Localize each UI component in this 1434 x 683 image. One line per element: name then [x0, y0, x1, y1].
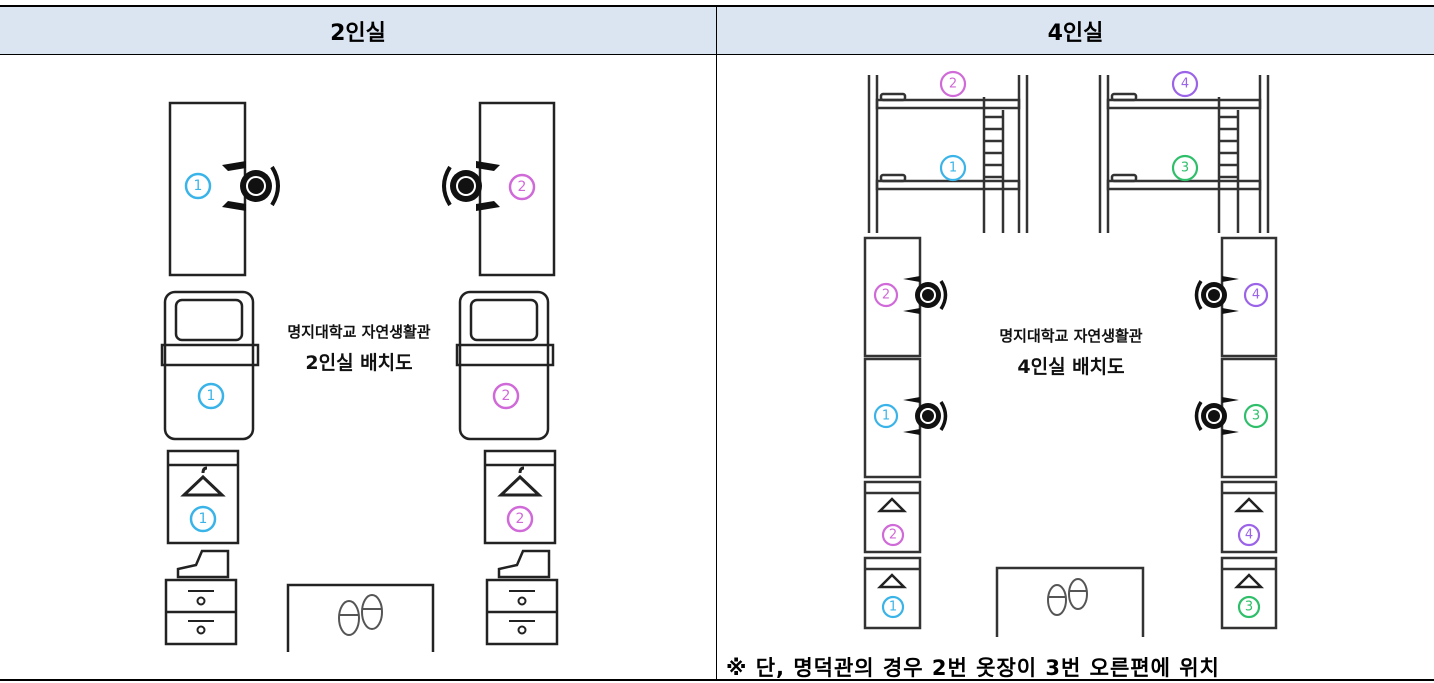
closet-4-1: [863, 556, 922, 630]
desk-1: [168, 101, 247, 277]
badge-closet4-2: 2: [889, 528, 897, 543]
badge-desk4-2: 2: [882, 288, 890, 303]
header-4-person-room: 4인실: [717, 5, 1434, 55]
closet-1: [166, 449, 240, 545]
badge-closet4-1: 1: [889, 600, 897, 615]
chair-4-1: [903, 397, 948, 435]
badge-desk4-3: 3: [1252, 409, 1260, 424]
entrance-4: [995, 566, 1145, 637]
footnote: ※ 단, 명덕관의 경우 2번 옷장이 3번 오른편에 위치: [726, 656, 1220, 680]
badge-closet-1: 1: [199, 511, 208, 527]
desk-4-1: [863, 357, 922, 479]
header-label-4: 4인실: [1047, 20, 1104, 46]
room-4-title: 명지대학교 자연생활관: [999, 327, 1142, 345]
chair-2: [442, 161, 500, 211]
closet-4-4: [1220, 480, 1278, 554]
slippers-icon: [338, 594, 383, 636]
badge-closet-2: 2: [516, 511, 525, 527]
badge-desk4-1: 1: [882, 409, 890, 424]
room-2-diagram: 1 2 1 2 1 2 명지대학교 자연생활관 2인실 배치도: [160, 101, 559, 652]
badge-desk4-4: 4: [1252, 288, 1260, 303]
room-4-subtitle: 4인실 배치도: [1017, 356, 1124, 378]
header-label-2: 2인실: [330, 20, 386, 46]
room-4-diagram: 2 1 4 3 2 1 4 3 2 1 4 3 명지대학교 자연생활관 4인실 …: [863, 70, 1278, 637]
bunk-bed-left: [867, 75, 1029, 233]
chair-1: [222, 161, 280, 211]
room-4-floorplan: 2 1 4 3 2 1 4 3 2 1 4 3 명지대학교 자연생활관 4인실 …: [717, 55, 1434, 679]
badge-desk-1: 1: [194, 178, 203, 194]
column-divider: [716, 5, 717, 680]
badge-bunk-2: 2: [949, 77, 957, 92]
table-bottom-border: [0, 679, 1434, 681]
shoe-icon: [497, 549, 551, 579]
entrance: [286, 583, 435, 652]
shoe-icon: [176, 549, 230, 579]
badge-bed-2: 2: [502, 388, 511, 404]
badge-closet4-3: 3: [1245, 600, 1253, 615]
badge-desk-2: 2: [518, 179, 527, 195]
chair-4-4: [1194, 276, 1239, 314]
chair-4-3: [1194, 397, 1239, 435]
badge-bunk-4: 4: [1181, 77, 1189, 92]
chair-4-2: [903, 276, 948, 314]
slippers-icon-4: [1047, 578, 1088, 616]
bunk-bed-right: [1098, 75, 1270, 233]
badge-closet4-4: 4: [1245, 528, 1253, 543]
room-2-subtitle: 2인실 배치도: [305, 352, 412, 374]
badge-bunk-1: 1: [949, 161, 957, 176]
badge-bunk-3: 3: [1181, 161, 1189, 176]
header-2-person-room: 2인실: [0, 5, 716, 55]
room-2-title: 명지대학교 자연생활관: [287, 323, 430, 341]
desk-4-2: [863, 236, 922, 358]
closet-4-3: [1220, 556, 1278, 630]
room-2-floorplan: 1 2 1 2 1 2 명지대학교 자연생활관 2인실 배치도: [0, 55, 716, 679]
closet-4-2: [863, 480, 922, 554]
badge-bed-1: 1: [207, 388, 216, 404]
closet-2: [483, 449, 557, 545]
